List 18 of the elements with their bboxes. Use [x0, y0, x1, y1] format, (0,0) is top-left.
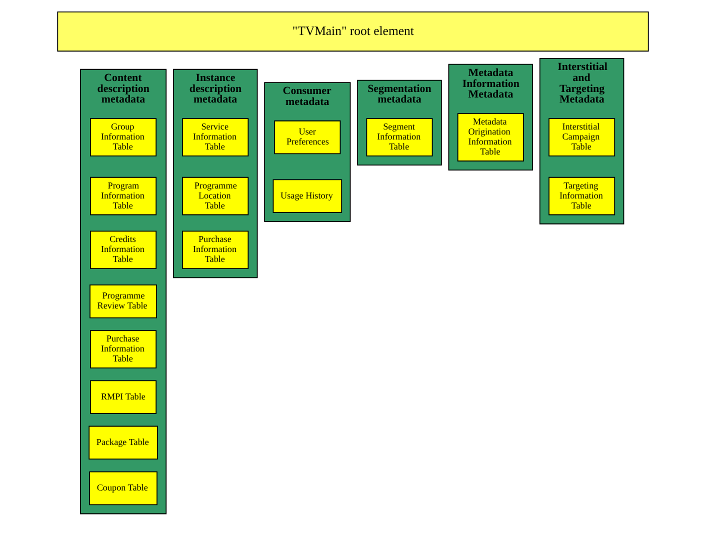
node-box: Targeting Information Table	[548, 176, 615, 216]
node-box: Program Information Table	[90, 176, 156, 216]
node-box: RMPI Table	[90, 380, 156, 414]
node-box: Purchase Information Table	[90, 330, 156, 368]
node-box: Interstitial Campaign Table	[548, 118, 615, 156]
node-box: Metadata Origination Information Table	[456, 113, 524, 162]
node-box: Coupon Table	[88, 471, 157, 506]
node-box: Group Information Table	[90, 118, 156, 156]
node-box: "TVMain" root element	[56, 11, 648, 52]
node-box: Usage History	[272, 179, 342, 213]
node-box: Credits Information Table	[90, 230, 156, 269]
node-box: Purchase Information Table	[182, 230, 248, 269]
node-box: Segment Information Table	[366, 118, 432, 156]
node-box: Service Information Table	[182, 118, 248, 156]
node-box: Programme Location Table	[182, 176, 248, 216]
node-box: Programme Review Table	[89, 284, 157, 318]
node-box: User Preferences	[274, 120, 340, 154]
node-box: Package Table	[88, 426, 158, 460]
